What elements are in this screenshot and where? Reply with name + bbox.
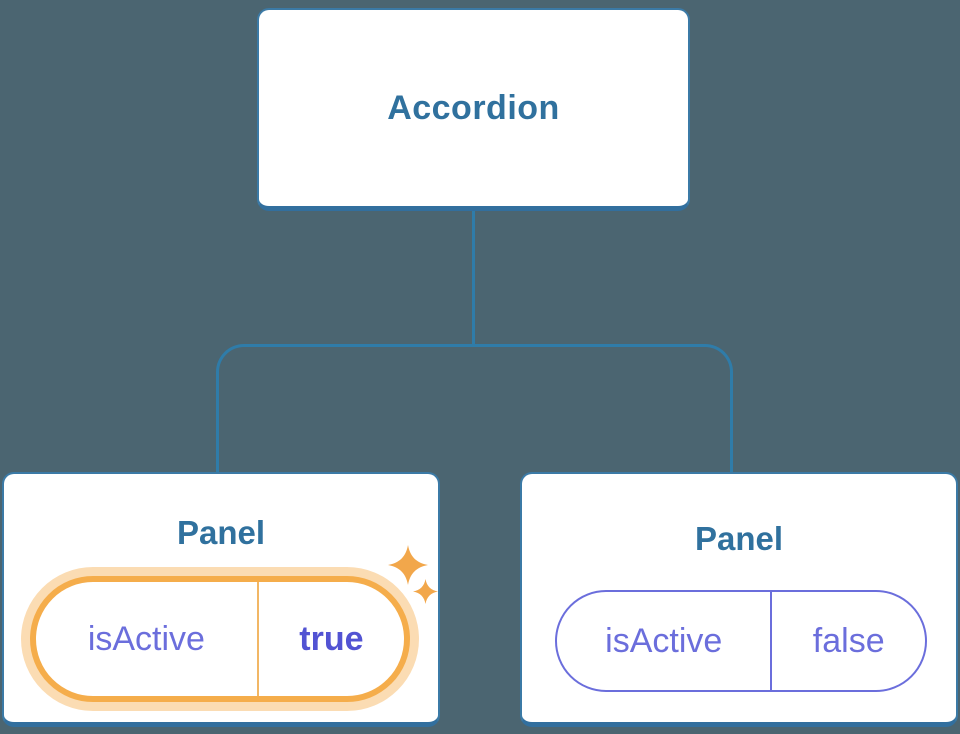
state-pill-inactive: isActive false [555, 590, 927, 692]
state-name: isActive [557, 592, 773, 690]
sparkle-icon [388, 545, 428, 585]
tree-connector-branch [216, 344, 733, 472]
accordion-component-box: Accordion [257, 8, 690, 211]
accordion-label: Accordion [387, 88, 560, 127]
state-value: true [299, 619, 364, 658]
panel-component-box-active: Panel isActive true [2, 472, 440, 727]
panel-label: Panel [694, 520, 784, 557]
state-name: isActive [36, 582, 259, 696]
panel-label: Panel [176, 514, 266, 551]
tree-connector-stem [472, 211, 475, 345]
sparkle-icon [413, 579, 438, 604]
state-value: false [812, 621, 885, 660]
state-pill-active: isActive true [30, 576, 410, 702]
panel-component-box-inactive: Panel isActive false [520, 472, 958, 727]
